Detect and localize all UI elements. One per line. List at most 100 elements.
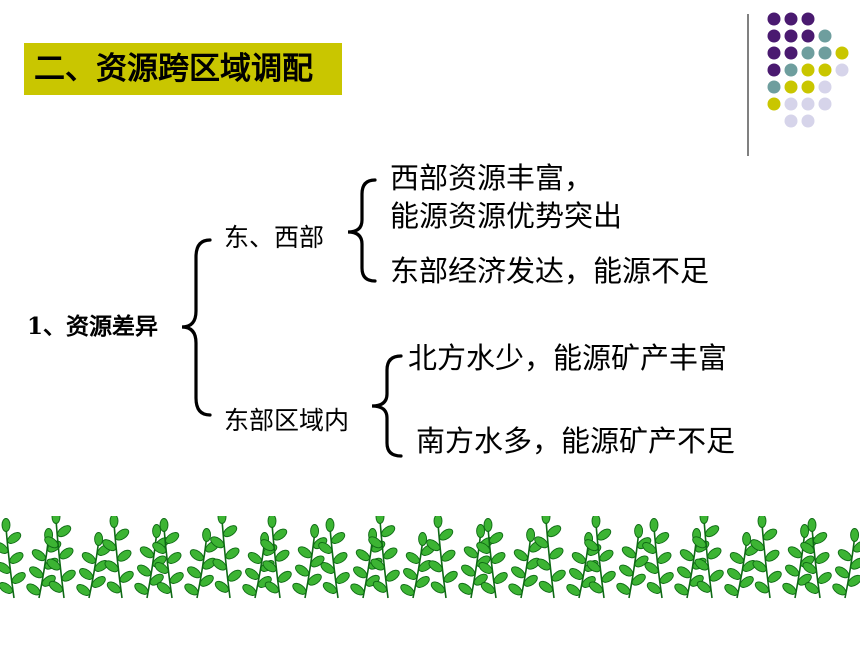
grass-leaf (631, 573, 646, 586)
grass-leaf (800, 524, 810, 538)
grass-stem (55, 519, 65, 599)
grass-leaf (385, 569, 400, 582)
grass-leaf (350, 583, 365, 596)
grass-leaf (331, 532, 346, 544)
grass-leaf (646, 582, 661, 594)
grass-leaf (616, 582, 631, 595)
grass-leaf (102, 539, 117, 552)
grass-leaf (117, 549, 132, 562)
grass-leaf (353, 566, 368, 579)
grass-stem (221, 519, 231, 599)
grass-leaf (152, 524, 162, 538)
grass-leaf (91, 576, 106, 588)
grass-leaf (742, 532, 752, 546)
title-banner (24, 43, 342, 95)
leaf-south-water: 南方水多，能源矿产不足 (416, 424, 736, 458)
root-brace-icon (181, 238, 212, 417)
grass-leaf (657, 552, 672, 564)
dot (767, 97, 781, 111)
grass-leaf (426, 539, 441, 552)
dot (801, 12, 815, 26)
grass-leaf (264, 581, 279, 594)
dot (801, 29, 815, 43)
grass-leaf (847, 574, 860, 587)
grass-leaf (260, 539, 275, 552)
grass-leaf (534, 536, 549, 549)
grass-leaf (134, 582, 149, 595)
grass-leaf (51, 516, 61, 524)
grass-leaf (169, 572, 184, 584)
dot (767, 12, 781, 26)
leaf-east-economy: 东部经济发达，能源不足 (390, 254, 710, 288)
grass-leaf (433, 516, 443, 528)
grass-leaf (659, 572, 674, 584)
grass-leaf (441, 549, 456, 562)
grass-leaf (335, 572, 350, 584)
grass-leaf (523, 574, 538, 587)
grass-leaf (46, 558, 61, 571)
grass-leaf (767, 570, 782, 583)
grass-leaf (210, 536, 225, 549)
grass-leaf (139, 546, 154, 559)
grass-leaf (202, 528, 212, 542)
grass-leaf (491, 552, 506, 564)
grass-leaf (115, 528, 130, 541)
grass-stem (761, 523, 771, 599)
dot (818, 97, 832, 111)
grass-leaf (0, 582, 13, 594)
grass-leaf (333, 552, 348, 564)
grass-leaf (709, 569, 724, 582)
grass-leaf (415, 576, 430, 588)
grass-leaf (692, 536, 707, 549)
grass-leaf (370, 558, 385, 571)
grass-leaf (461, 564, 476, 577)
grass-leaf (694, 558, 709, 571)
dot-grid-icon (767, 12, 849, 128)
grass-stem (271, 523, 281, 599)
dot (801, 114, 815, 128)
dot (767, 46, 781, 60)
grass-leaf (813, 532, 828, 544)
grass-leaf (853, 540, 860, 553)
leaf-west-rich: 西部资源丰富， (390, 161, 594, 195)
grass-leaf (57, 525, 72, 538)
grass-leaf (478, 562, 493, 574)
grass-leaf (642, 542, 657, 554)
dot (784, 80, 798, 94)
grass-border-icon (0, 516, 860, 599)
grass-leaf (79, 568, 94, 580)
grass-leaf (802, 562, 817, 574)
grass-leaf (212, 558, 227, 571)
grass-leaf (403, 568, 418, 580)
grass-leaf (310, 524, 320, 538)
grass-leaf (355, 549, 370, 562)
grass-leaf (763, 528, 778, 541)
grass-leaf (428, 560, 443, 573)
grass-stem (329, 527, 339, 599)
grass-leaf (476, 524, 486, 538)
grass-leaf (322, 582, 337, 594)
grass-leaf (547, 525, 562, 538)
grass-leaf (679, 549, 694, 562)
grass-leaf (621, 546, 636, 559)
grass-leaf (571, 552, 586, 564)
grass-leaf (489, 532, 504, 544)
grass-leaf (599, 549, 614, 562)
grass-leaf (538, 580, 553, 593)
dot (818, 63, 832, 77)
grass-leaf (782, 582, 797, 595)
grass-leaf (601, 570, 616, 583)
grass-leaf (800, 542, 815, 554)
grass-leaf (292, 582, 307, 595)
grass-leaf (223, 525, 238, 538)
grass-leaf (586, 560, 601, 573)
grass-leaf (262, 560, 277, 573)
grass-leaf (837, 549, 852, 562)
grass-leaf (295, 564, 310, 577)
grass-leaf (184, 583, 199, 596)
dot (784, 46, 798, 60)
dot (818, 46, 832, 60)
grass-leaf (31, 549, 46, 562)
grass-stem (113, 523, 123, 599)
grass-leaf (307, 573, 322, 586)
